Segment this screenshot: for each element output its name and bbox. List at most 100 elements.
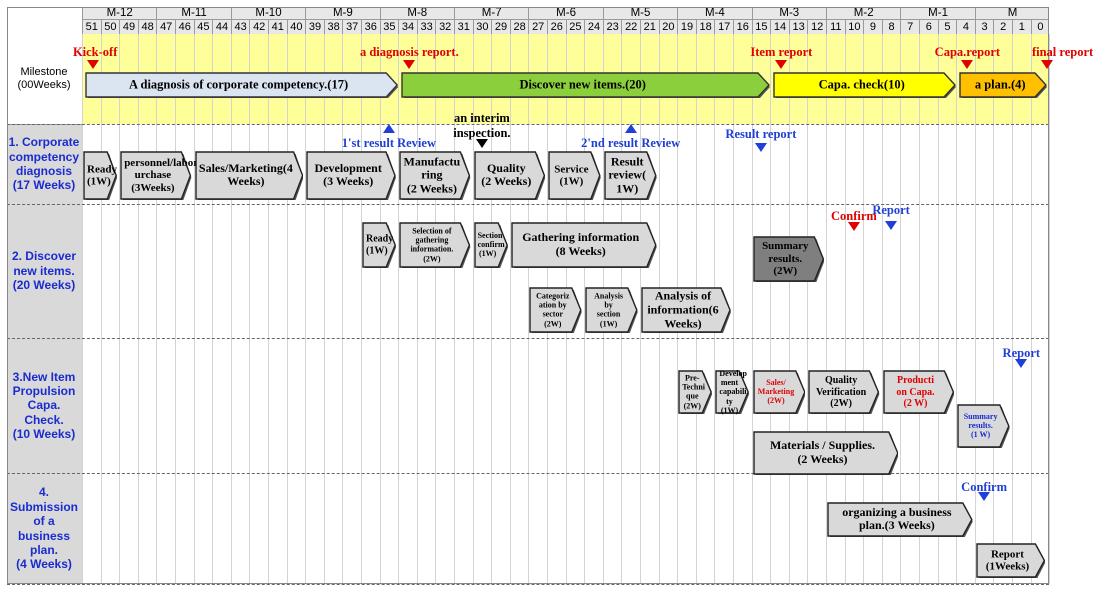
label-column	[7, 124, 82, 584]
week-cell: 22	[621, 20, 640, 34]
week-cell: 4	[956, 20, 975, 34]
task-label: Analysis of information(6 Weeks)	[647, 288, 719, 330]
week-cell: 27	[528, 20, 547, 34]
week-cell: 7	[900, 20, 919, 34]
week-cell: 20	[658, 20, 678, 34]
week-cell: 25	[565, 20, 585, 34]
week-cell: 0	[1030, 20, 1050, 34]
row-label-milestone: Milestone (00Weeks)	[17, 65, 71, 91]
annotation-label: Report	[1002, 346, 1041, 360]
week-gridline	[435, 34, 437, 584]
week-cell: 31	[454, 20, 473, 34]
week-cell: 26	[547, 20, 566, 34]
row-separator	[7, 124, 1050, 125]
task-label: Summary results. (1 W)	[963, 412, 998, 440]
task-chevron: Quality (2 Weeks)	[473, 151, 545, 200]
week-gridline	[268, 34, 269, 584]
week-gridline	[937, 34, 939, 584]
task-label: Summary results. (2W)	[762, 240, 809, 278]
annotation-label: Report	[872, 203, 910, 217]
milestone-label-cell	[7, 34, 82, 125]
task-label: Categoriz ation by sector (2W)	[536, 291, 570, 329]
week-gridline	[974, 34, 976, 584]
row-label-capa-check: 3.New Item Propulsion Capa. Check. (10 W…	[12, 369, 76, 442]
milestone-marker-label: final report	[1031, 45, 1094, 59]
week-gridline	[119, 34, 121, 584]
task-chevron: Gathering information (8 Weeks)	[511, 222, 657, 268]
week-cell: 32	[435, 20, 454, 34]
task-chevron: organizing a business plan.(3 Weeks)	[827, 502, 973, 537]
week-gridline	[212, 34, 214, 584]
week-cell: 21	[640, 20, 659, 34]
task-chevron: Summary results. (2W)	[752, 236, 824, 282]
task-label: personnel/labor/p urchase (3Weeks)	[124, 156, 208, 194]
row-label-discover-items: 2. Discover new items. (20 Weeks)	[11, 249, 77, 293]
month-cell: M-8	[379, 7, 454, 20]
task-label: Development (3 Weeks)	[314, 160, 382, 189]
row-label-business-plan: 4. Submission of a business plan. (4 Wee…	[9, 485, 78, 572]
task-label: Quality (2 Weeks)	[481, 160, 532, 189]
week-gridline	[193, 34, 195, 584]
task-label: Report (1Weeks)	[985, 547, 1030, 573]
week-cell: 47	[156, 20, 175, 34]
week-gridline	[1049, 34, 1051, 584]
task-label: Section confirm (1W)	[477, 231, 505, 259]
annotation-label: 1'st result Review	[341, 136, 436, 150]
week-gridline	[379, 34, 381, 584]
week-cell: 13	[788, 20, 808, 34]
week-cell: 37	[342, 20, 361, 34]
week-cell: 51	[82, 20, 101, 34]
week-gridline	[398, 34, 400, 584]
report-marker-icon	[754, 143, 767, 152]
week-cell: 15	[751, 20, 771, 34]
month-cell: M-12	[82, 7, 157, 20]
task-chevron: Summary results. (1 W)	[957, 404, 1010, 448]
task-label: Selection of gathering information. (2W)	[410, 226, 454, 264]
week-gridline	[881, 34, 883, 584]
task-chevron: Section confirm (1W)	[473, 222, 508, 268]
task-label: Quality Verification (2W)	[815, 374, 867, 409]
report-marker-icon	[475, 139, 488, 148]
week-gridline	[230, 34, 232, 584]
week-gridline	[305, 34, 307, 584]
milestone-marker-icon	[87, 60, 100, 69]
week-cell: 24	[584, 20, 603, 34]
week-cell: 29	[491, 20, 510, 34]
task-chevron: Develop ment capabili ty (1W)	[715, 369, 750, 415]
week-gridline	[751, 34, 753, 584]
week-gridline	[826, 34, 827, 584]
milestone-marker-icon	[775, 60, 788, 69]
week-cell: 3	[974, 20, 994, 34]
milestone-marker-label: Item report	[750, 45, 813, 59]
task-label: Result review( 1W)	[608, 153, 647, 196]
report-marker-icon	[885, 221, 898, 230]
month-cell: M-2	[826, 7, 901, 20]
week-cell: 5	[937, 20, 957, 34]
annotation-label: 2'nd result Review	[581, 136, 681, 150]
week-gridline	[919, 34, 920, 584]
week-gridline	[900, 34, 902, 584]
week-cell: 28	[509, 20, 529, 34]
week-cell: 35	[379, 20, 399, 34]
task-chevron: Report (1Weeks)	[976, 543, 1046, 578]
week-cell: 42	[249, 20, 268, 34]
week-gridline	[584, 34, 586, 584]
week-cell: 34	[398, 20, 417, 34]
week-cell: 33	[416, 20, 436, 34]
week-cell: 39	[305, 20, 324, 34]
task-label: Analysis by section (1W)	[594, 291, 624, 329]
week-gridline	[323, 34, 325, 584]
week-gridline	[788, 34, 790, 584]
task-chevron: Analysis of information(6 Weeks)	[641, 287, 731, 333]
week-cell: 30	[472, 20, 492, 34]
milestone-bar: Capa. check(10)	[773, 72, 957, 98]
week-gridline	[100, 34, 102, 584]
row-separator	[7, 584, 1050, 585]
week-cell: 19	[677, 20, 696, 34]
week-gridline	[156, 34, 158, 584]
task-chevron: Producti on Capa. (2 W)	[883, 370, 955, 414]
week-cell: 1	[1012, 20, 1031, 34]
task-label: Ready (1W)	[366, 233, 394, 257]
month-cell: M-1	[900, 7, 975, 20]
task-chevron: Development (3 Weeks)	[306, 151, 397, 200]
